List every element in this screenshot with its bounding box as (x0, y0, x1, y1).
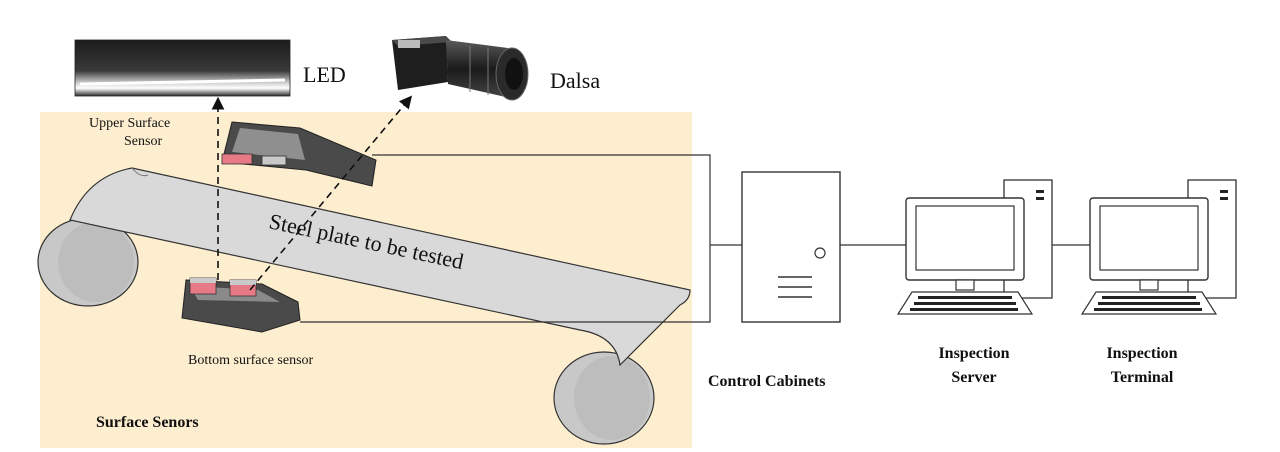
terminal-computer-icon (1080, 179, 1237, 315)
inspection-server-label-line2: Server (951, 369, 996, 386)
steel-plate (69, 167, 691, 367)
left-roller (37, 217, 139, 307)
connection-lines (300, 154, 1090, 323)
server-computer-icon (896, 179, 1053, 315)
inspection-terminal-label-line2: Terminal (1111, 369, 1174, 386)
control-cabinets-label: Control Cabinets (708, 373, 826, 390)
surface-sensors-label: Surface Senors (96, 414, 199, 431)
inspection-server-label-line1: Inspection (938, 345, 1009, 362)
bottom-sensor-label: Bottom surface sensor (188, 353, 314, 368)
dalsa-camera-photo (392, 36, 529, 101)
upper-sensor-label-line1: Upper Surface (89, 116, 170, 131)
upper-sensor-label-line2: Sensor (124, 134, 162, 149)
led-light-bar-photo (74, 39, 291, 97)
dalsa-label: Dalsa (550, 68, 600, 93)
camera-view-path (249, 95, 413, 291)
right-roller (553, 351, 655, 445)
bottom-surface-sensor (181, 277, 301, 333)
inspection-terminal-label-line1: Inspection (1106, 345, 1177, 362)
led-label: LED (303, 62, 346, 87)
upper-surface-sensor (221, 121, 377, 187)
control-cabinet-icon (741, 171, 841, 323)
